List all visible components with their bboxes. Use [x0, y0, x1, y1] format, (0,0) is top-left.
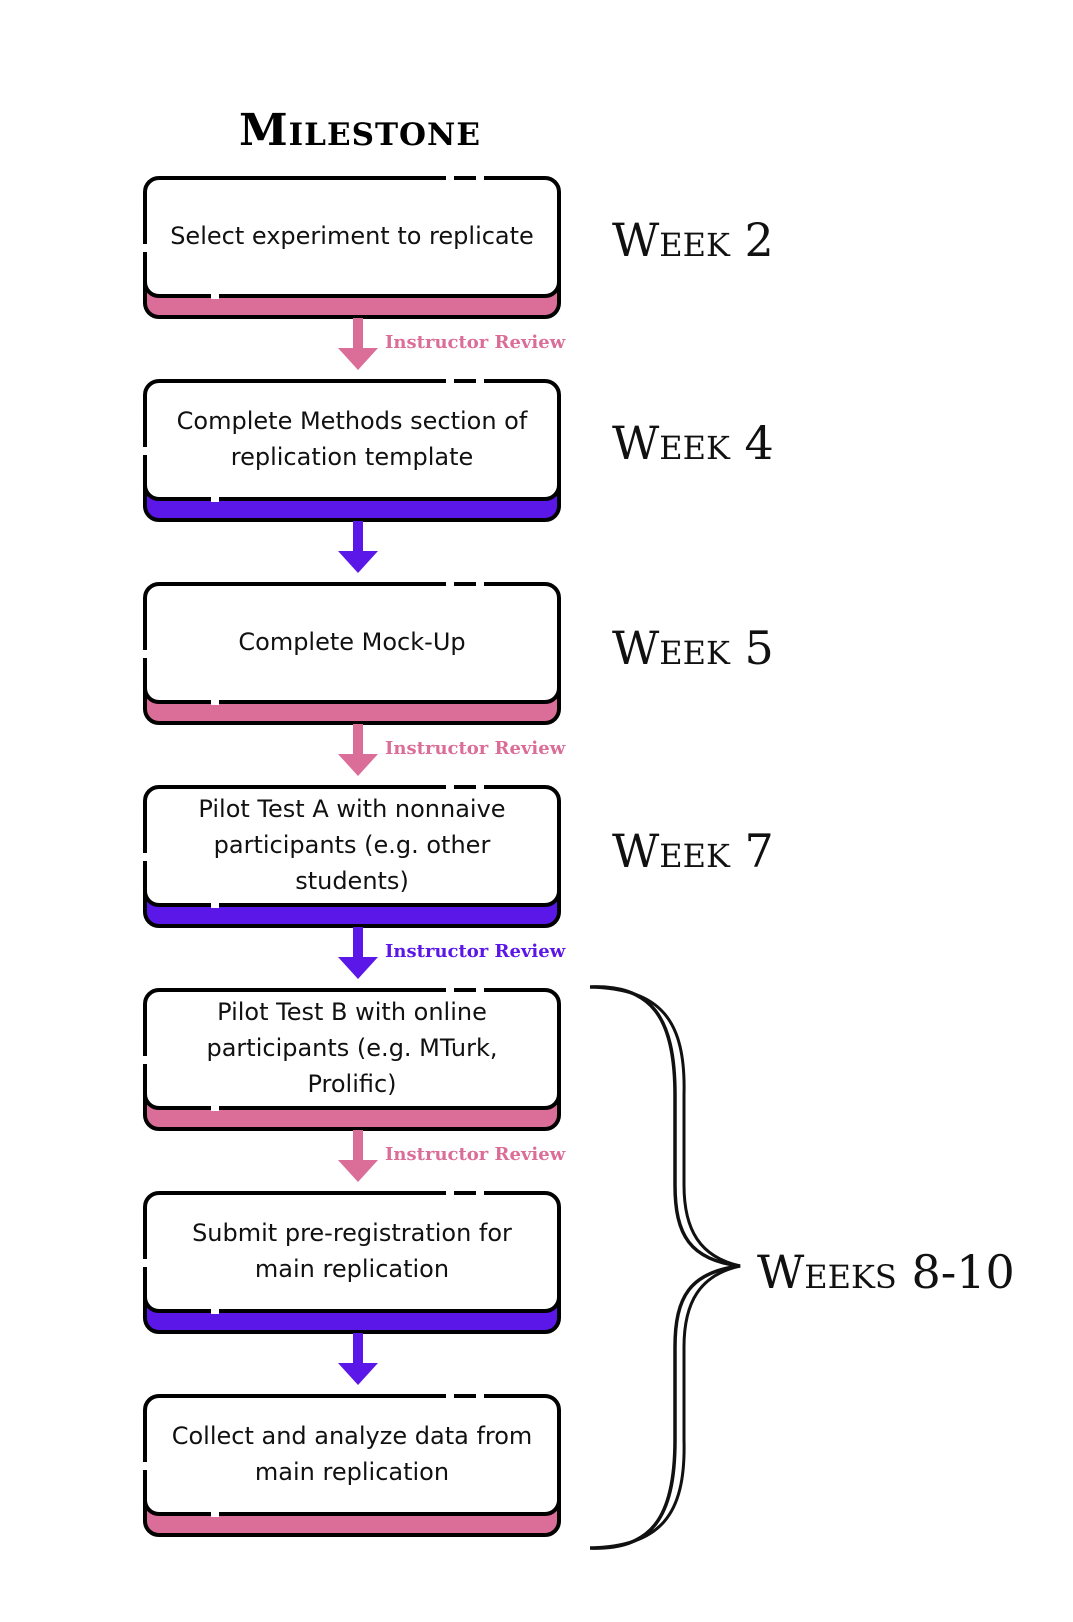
down-arrow-icon [338, 927, 378, 979]
connector-label: Instructor Review [385, 738, 566, 759]
outline-gap [476, 784, 484, 790]
outline-gap [476, 581, 484, 587]
outline-gap [142, 1462, 148, 1470]
step-label: Submit pre-registration for main replica… [192, 1219, 512, 1283]
down-arrow-icon [338, 318, 378, 370]
outline-gap [476, 1190, 484, 1196]
milestone-step-7: Collect and analyze data from main repli… [142, 1393, 561, 1537]
down-arrow-icon [338, 521, 378, 573]
outline-gap [211, 1511, 219, 1517]
outline-gap [446, 1190, 454, 1196]
outline-gap [211, 1308, 219, 1314]
outline-gap [211, 293, 219, 299]
step-box [142, 987, 561, 1131]
curly-brace-icon [590, 985, 741, 1550]
outline-gap [446, 175, 454, 181]
outline-gap [476, 1393, 484, 1399]
step-box-face [143, 379, 561, 501]
outline-gap [211, 699, 219, 705]
step-box-face [143, 176, 561, 298]
step-box-face [143, 988, 561, 1110]
milestone-step-4: Pilot Test A with nonnaive participants … [142, 784, 561, 928]
outline-gap [142, 1056, 148, 1064]
outline-gap [446, 987, 454, 993]
step-label: Pilot Test B with online participants (e… [206, 998, 498, 1098]
outline-gap [476, 378, 484, 384]
arrow-shaft [353, 1333, 363, 1367]
outline-gap [142, 447, 148, 455]
step-label: Pilot Test A with nonnaive participants … [198, 795, 506, 895]
down-arrow-icon [338, 724, 378, 776]
connector-label: Instructor Review [385, 941, 566, 962]
step-box [142, 175, 561, 319]
week-label: Week 5 [612, 621, 774, 675]
outline-gap [446, 378, 454, 384]
outline-gap [142, 853, 148, 861]
step-label: Complete Methods section of replication … [176, 407, 528, 471]
step-box [142, 1190, 561, 1334]
milestone-step-1: Select experiment to replicate [142, 175, 561, 319]
arrow-shaft [353, 1130, 363, 1164]
arrow-head [338, 1160, 378, 1182]
arrow-head [338, 551, 378, 573]
week-label: Week 7 [612, 824, 774, 878]
step-box [142, 581, 561, 725]
arrow-head [338, 754, 378, 776]
step-label: Complete Mock-Up [238, 628, 466, 656]
arrow-head [338, 957, 378, 979]
milestone-step-3: Complete Mock-Up [142, 581, 561, 725]
down-arrow-icon [338, 1333, 378, 1385]
outline-gap [476, 987, 484, 993]
outline-gap [142, 650, 148, 658]
outline-gap [142, 1259, 148, 1267]
week-range-label: Weeks 8-10 [757, 1245, 1015, 1299]
outline-gap [142, 244, 148, 252]
arrow-head [338, 1363, 378, 1385]
connector-label: Instructor Review [385, 1144, 566, 1165]
outline-gap [211, 496, 219, 502]
arrow-head [338, 348, 378, 370]
week-label: Week 4 [612, 416, 774, 470]
step-box-face [143, 785, 561, 907]
outline-gap [446, 1393, 454, 1399]
step-box-face [143, 1191, 561, 1313]
step-box [142, 1393, 561, 1537]
outline-gap [211, 1105, 219, 1111]
milestone-step-6: Submit pre-registration for main replica… [142, 1190, 561, 1334]
step-box-face [143, 582, 561, 704]
arrow-shaft [353, 318, 363, 352]
connector-label: Instructor Review [385, 332, 566, 353]
step-box [142, 378, 561, 522]
page-title: Milestone [238, 105, 482, 156]
arrow-shaft [353, 724, 363, 758]
step-box [142, 784, 561, 928]
step-label: Select experiment to replicate [170, 222, 534, 250]
outline-gap [446, 784, 454, 790]
outline-gap [211, 902, 219, 908]
arrow-shaft [353, 521, 363, 555]
week-label: Week 2 [612, 213, 774, 267]
outline-gap [446, 581, 454, 587]
down-arrow-icon [338, 1130, 378, 1182]
step-label: Collect and analyze data from main repli… [171, 1422, 533, 1486]
milestone-step-5: Pilot Test B with online participants (e… [142, 987, 561, 1131]
milestone-step-2: Complete Methods section of replication … [142, 378, 561, 522]
arrow-shaft [353, 927, 363, 961]
step-box-face [143, 1394, 561, 1516]
outline-gap [476, 175, 484, 181]
